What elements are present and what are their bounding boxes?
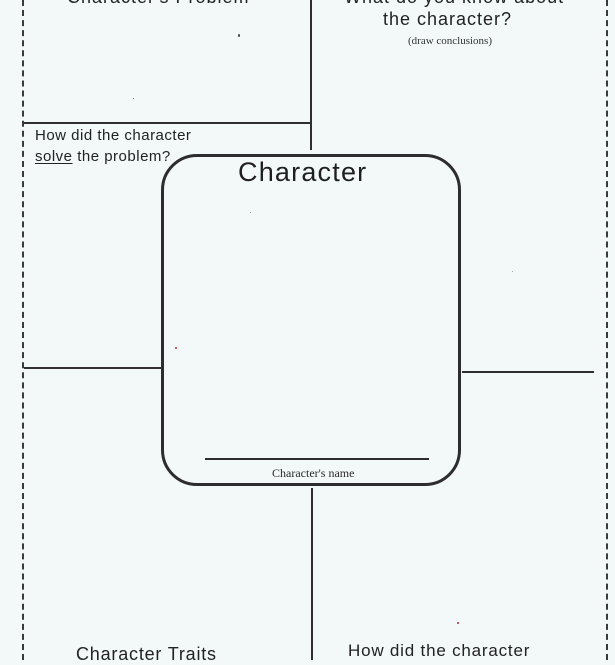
problem-section-title: Character's Problem [67, 0, 250, 8]
character-name-line [205, 458, 429, 460]
traits-section-title: Character Traits [76, 644, 217, 664]
knowledge-section-title-line-1: What do you know about [344, 0, 564, 8]
paper-speck [175, 347, 177, 349]
left-cut-line [22, 0, 24, 660]
character-name-label: Character's name [272, 466, 355, 480]
character-box-title: Character [238, 157, 368, 187]
top-divider-line [310, 0, 312, 150]
paper-speck [238, 34, 240, 37]
draw-conclusions-note: (draw conclusions) [408, 35, 493, 47]
middle-right-divider-line [462, 371, 594, 373]
solve-question-line-2: solve the problem? [35, 148, 171, 165]
paper-speck [457, 622, 459, 624]
paper-speck [512, 271, 513, 272]
paper-speck [133, 98, 134, 99]
bottom-right-section-title: How did the character [348, 641, 531, 660]
knowledge-section-title-line-2: the character? [383, 9, 513, 29]
solve-question-rest: the problem? [72, 148, 171, 165]
bottom-divider-line [311, 488, 313, 660]
character-box [161, 154, 461, 486]
upper-left-divider-line [24, 122, 310, 124]
solve-word: solve [35, 148, 73, 165]
right-cut-line [606, 0, 608, 660]
paper-speck [250, 212, 251, 213]
middle-left-divider-line [24, 367, 164, 369]
solve-question-line-1: How did the character [35, 127, 192, 144]
